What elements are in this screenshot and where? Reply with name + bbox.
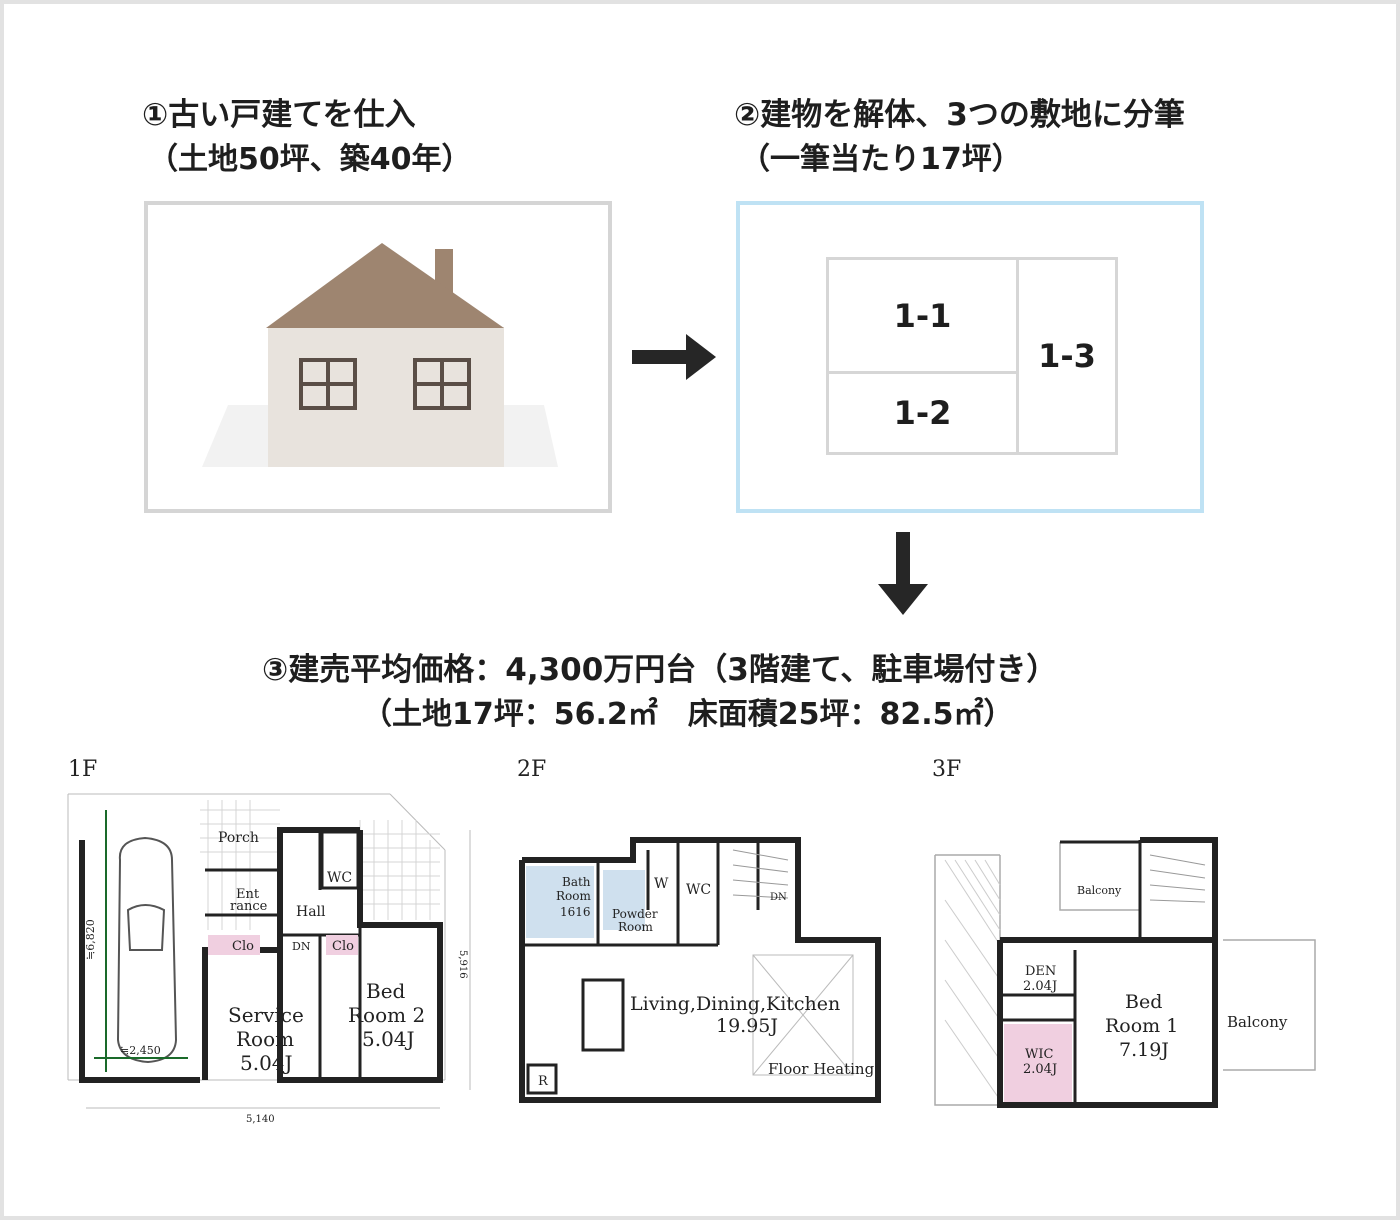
house-roof (266, 243, 504, 328)
step3-subtitle: （土地17坪：56.2㎡ 床面積25坪：82.5㎡） (362, 697, 1014, 732)
floor-heating-area (752, 954, 854, 1076)
bath-label-3: 1616 (560, 905, 591, 919)
lot-1-1: 1-1 (826, 257, 1019, 374)
step2-subtitle: （一筆当たり17坪） (740, 142, 1022, 177)
dimension-side: 5,916 (457, 950, 468, 979)
powder-fill (603, 870, 645, 930)
entrance-label-2: rance (230, 899, 268, 914)
old-house-illustration (202, 243, 558, 467)
house-wall (268, 327, 504, 467)
bed-room-2-label-2: Room 2 (348, 1003, 425, 1027)
dimension-lines (94, 810, 188, 1072)
stair-lines-3f (1149, 854, 1206, 903)
step1-subtitle: （土地50坪、築40年） (148, 142, 472, 177)
bed-room-1-label-1: Bed (1125, 991, 1162, 1013)
wic-label-1: WIC (1025, 1047, 1053, 1062)
bed-room-2-label-3: 5.04J (362, 1027, 415, 1051)
bed-room-1-label-2: Room 1 (1105, 1015, 1178, 1037)
wic-fill (1004, 1024, 1072, 1102)
paving-grid (200, 800, 440, 930)
powder-room-label-1: Powder (612, 907, 658, 921)
floor-label-3f: 3F (932, 757, 962, 782)
floor-label-2f: 2F (517, 757, 547, 782)
bath-label-1: Bath (562, 875, 591, 889)
dn-label-2f: DN (770, 892, 787, 903)
step1-title: ①古い戸建てを仕入 (142, 97, 416, 133)
r-label: R (538, 1074, 549, 1089)
den-label-2: 2.04J (1023, 979, 1057, 994)
window-right (413, 358, 471, 410)
floor-label-1f: 1F (68, 757, 98, 782)
floor-plan-3f: Balcony DEN 2.04J WIC 2.04J Bed Room 1 7… (934, 837, 1316, 1108)
porch-label: Porch (218, 830, 259, 846)
closet-a-fill (208, 935, 260, 955)
bath-fill (526, 866, 594, 938)
floor-heating-label: Floor Heating (768, 1060, 875, 1078)
ldk-label-2: 19.95J (716, 1015, 778, 1037)
clo-label-b: Clo (332, 939, 354, 954)
w-label: W (654, 876, 669, 892)
service-room-label-3: 5.04J (240, 1051, 293, 1075)
powder-room-label-2: Room (618, 920, 653, 934)
car-icon (116, 836, 178, 1064)
lot-1-2: 1-2 (826, 371, 1019, 455)
bath-label-2: Room (556, 889, 591, 903)
dimension-depth: ≒6,820 (84, 919, 97, 960)
wic-label-2: 2.04J (1023, 1062, 1057, 1077)
den-label-1: DEN (1025, 964, 1056, 979)
bed-room-1-label-3: 7.19J (1119, 1039, 1169, 1061)
service-room-label-1: Service (228, 1003, 304, 1027)
clo-label-a: Clo (232, 939, 254, 954)
wc-label-1f: WC (327, 870, 352, 886)
lot-1-3: 1-3 (1016, 257, 1118, 455)
arrow-down-icon (878, 532, 928, 615)
balcony-top-label: Balcony (1077, 884, 1122, 897)
closet-b-fill (326, 935, 358, 955)
dimension-total: 5,140 (246, 1114, 275, 1125)
step2-title: ②建物を解体、3つの敷地に分筆 (734, 97, 1185, 133)
entrance-label-1: Ent (236, 887, 260, 902)
dn-label-1f: DN (292, 940, 311, 953)
floor-plan-2f: Bath Room 1616 Powder Room W WC DN Livin… (519, 837, 881, 1103)
window-left (299, 358, 357, 410)
dimension-width: ≒2,450 (120, 1044, 161, 1057)
stair-lines (732, 849, 789, 899)
arrow-right-icon (632, 334, 716, 380)
service-room-label-2: Room (236, 1027, 294, 1051)
step3-title: ③建売平均価格：4,300万円台（3階建て、駐車場付き） (262, 652, 1058, 688)
floor-plan-1f: Porch Ent rance Hall WC Clo DN Clo Servi… (67, 793, 471, 1125)
balcony-right-label: Balcony (1227, 1013, 1288, 1031)
wc-label-2f: WC (686, 882, 711, 898)
subdivided-lot-panel (736, 201, 1204, 513)
old-house-panel (144, 201, 612, 513)
ldk-label-1: Living,Dining,Kitchen (630, 993, 840, 1015)
hall-label: Hall (296, 904, 326, 920)
roof-hatching (944, 859, 1001, 1101)
bed-room-2-label-1: Bed (366, 979, 406, 1003)
